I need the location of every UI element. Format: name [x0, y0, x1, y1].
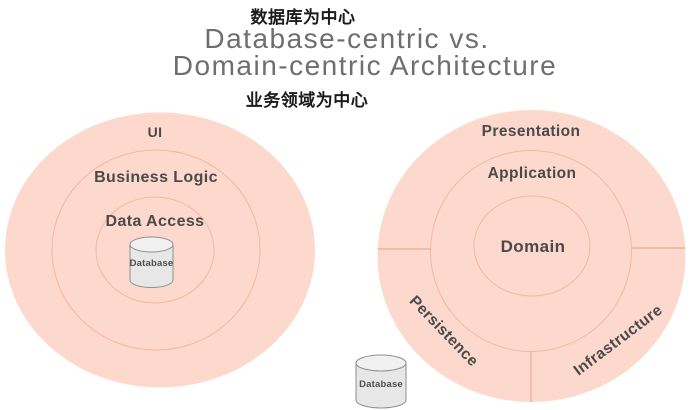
left-ring-label-data-access: Data Access — [106, 213, 205, 230]
domain-centric-cn-label: 业务领域为中心 — [245, 91, 369, 110]
right-inner-ring — [473, 195, 591, 297]
database-centric-cn-label: 数据库为中心 — [250, 8, 356, 27]
right-ring-label-presentation: Presentation — [482, 123, 581, 140]
right-database-label: Database — [359, 379, 403, 390]
cylinder-top — [129, 236, 174, 253]
right-outer-circle — [377, 110, 686, 402]
page-title-line-1: Database-centric vs. — [204, 23, 490, 54]
left-middle-ring — [51, 149, 261, 351]
left-database-cylinder-icon: Database — [129, 236, 174, 288]
left-ring-label-business-logic: Business Logic — [94, 169, 218, 186]
cylinder-top — [355, 354, 407, 372]
page-title-line-2: Domain-centric Architecture — [172, 50, 558, 81]
right-database-cylinder-icon: Database — [355, 354, 407, 409]
left-inner-ring — [95, 196, 215, 304]
right-ring-label-application: Application — [488, 165, 577, 182]
right-ring-label-domain: Domain — [501, 237, 566, 256]
left-ring-label-ui: UI — [148, 124, 163, 140]
left-database-label: Database — [130, 258, 174, 269]
domain-centric-diagram: Presentation Application Domain Persiste… — [355, 110, 686, 409]
cylinder-body — [355, 363, 407, 409]
cylinder-body — [129, 244, 174, 288]
database-centric-diagram: UI Business Logic Data Access Database — [5, 112, 315, 388]
